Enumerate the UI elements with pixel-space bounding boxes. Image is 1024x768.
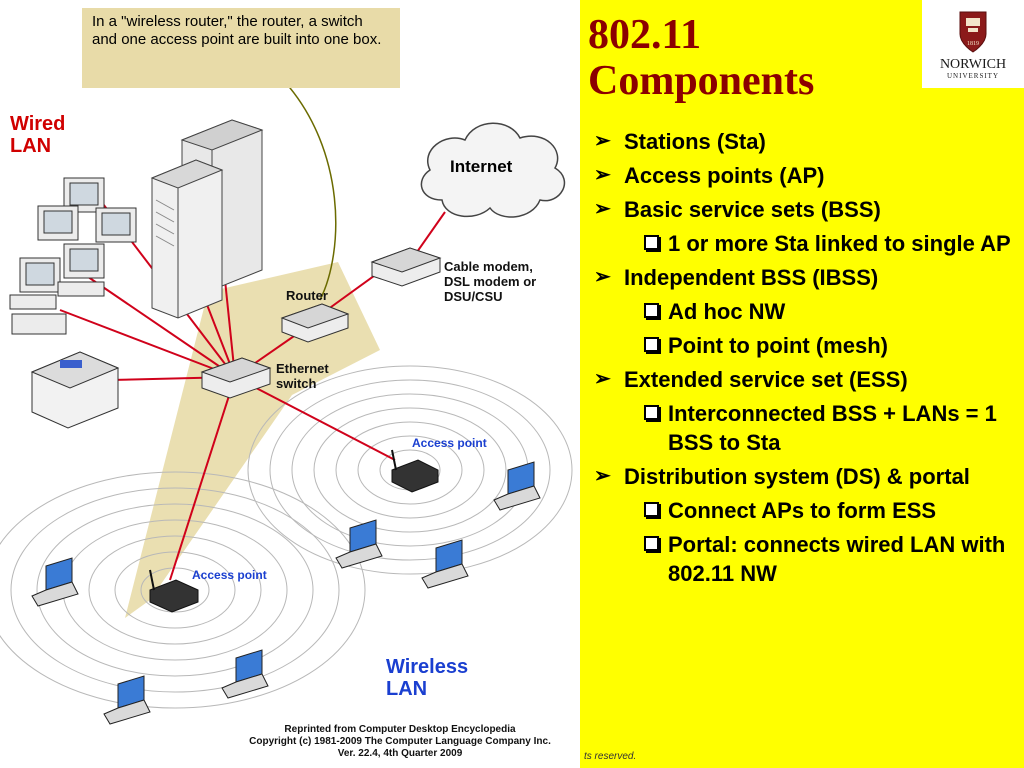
square-bullet-icon <box>644 337 659 352</box>
access-point-left-icon <box>149 569 199 613</box>
ethernet-switch-label: Ethernet switch <box>276 361 329 391</box>
slide-title: 802.11 Components <box>588 12 814 104</box>
wired-lan-label: Wired LAN <box>10 113 66 157</box>
bullet-item: ➢ Extended service set (ESS) <box>594 365 1014 394</box>
cable-modem-icon <box>370 247 442 287</box>
arrow-bullet-icon: ➢ <box>594 198 611 220</box>
logo-name: NORWICH <box>939 57 1007 72</box>
sub-bullet-item: 1 or more Sta linked to single AP <box>594 229 1014 258</box>
logo-subtitle: UNIVERSITY <box>947 72 999 80</box>
network-diagram <box>0 81 573 725</box>
wireless-router-zone <box>125 262 380 618</box>
bullet-text: Interconnected BSS + LANs = 1 BSS to Sta <box>668 401 997 455</box>
bullet-item: ➢ Independent BSS (IBSS) <box>594 263 1014 292</box>
square-bullet-icon <box>644 502 659 517</box>
bullet-list: ➢ Stations (Sta) ➢ Access points (AP) ➢ Basic… <box>594 122 1014 588</box>
credit-line-1: Reprinted from Computer Desktop Encyclop… <box>284 724 516 735</box>
square-bullet-icon <box>644 235 659 250</box>
access-point-right-label: Access point <box>412 436 487 450</box>
ap-left-signal-rings <box>0 471 366 709</box>
arrow-bullet-icon: ➢ <box>594 465 611 487</box>
bullet-item: ➢ Access points (AP) <box>594 161 1014 190</box>
access-point-right-icon <box>391 449 439 493</box>
sub-bullet-item: Ad hoc NW <box>594 297 1014 326</box>
printer-icon <box>30 351 120 429</box>
ethernet-switch-icon <box>200 357 272 399</box>
bullet-text: 1 or more Sta linked to single AP <box>668 231 1011 256</box>
sub-bullet-item: Portal: connects wired LAN with 802.11 N… <box>594 530 1014 588</box>
callout-pointer <box>284 81 337 301</box>
arrow-bullet-icon: ➢ <box>594 266 611 288</box>
ap-right-signal-rings <box>247 365 573 575</box>
university-logo: 1819 NORWICH UNIVERSITY <box>922 0 1024 88</box>
square-bullet-icon <box>644 405 659 420</box>
bullet-item: ➢ Stations (Sta) <box>594 127 1014 156</box>
internet-label: Internet <box>450 157 513 176</box>
square-bullet-icon <box>644 303 659 318</box>
laptop-icons <box>31 461 541 725</box>
wireless-router-callout: In a "wireless router," the router, a sw… <box>82 8 400 88</box>
sub-bullet-item: Connect APs to form ESS <box>594 496 1014 525</box>
bullet-text: Ad hoc NW <box>668 299 786 324</box>
norwich-seal-icon: 1819 <box>959 11 987 53</box>
router-label: Router <box>286 288 328 303</box>
reprint-credit: Reprinted from Computer Desktop Encyclop… <box>220 724 580 760</box>
square-bullet-icon <box>644 536 659 551</box>
bullet-item: ➢ Basic service sets (BSS) <box>594 195 1014 224</box>
bullet-text: Point to point (mesh) <box>668 333 888 358</box>
bullet-text: Distribution system (DS) & portal <box>624 464 970 489</box>
sub-bullet-item: Point to point (mesh) <box>594 331 1014 360</box>
arrow-bullet-icon: ➢ <box>594 164 611 186</box>
bullet-text: Stations (Sta) <box>624 129 766 154</box>
internet-cloud-icon <box>420 122 566 218</box>
modem-label: Cable modem, DSL modem or DSU/CSU <box>444 259 537 304</box>
sub-bullet-item: Interconnected BSS + LANs = 1 BSS to Sta <box>594 399 1014 457</box>
arrow-bullet-icon: ➢ <box>594 130 611 152</box>
arrow-bullet-icon: ➢ <box>594 368 611 390</box>
content-panel <box>580 0 1024 768</box>
title-line-2: Components <box>588 58 815 104</box>
bullet-text: Independent BSS (IBSS) <box>624 265 879 290</box>
router-icon <box>280 303 350 343</box>
desktop-pc-icons <box>9 177 137 335</box>
bullet-text: Connect APs to form ESS <box>668 498 937 523</box>
bullet-text: Portal: connects wired LAN with 802.11 N… <box>668 532 1006 586</box>
seal-year: 1819 <box>967 41 979 47</box>
wireless-lan-label: Wireless LAN <box>386 656 469 700</box>
credit-line-3: Ver. 22.4, 4th Quarter 2009 <box>337 748 463 759</box>
access-point-left-label: Access point <box>192 568 267 582</box>
bullet-text: Basic service sets (BSS) <box>624 197 881 222</box>
bullet-item: ➢ Distribution system (DS) & portal <box>594 462 1014 491</box>
copyright-fragment: ts reserved. <box>584 751 637 762</box>
bullet-text: Extended service set (ESS) <box>624 367 908 392</box>
server-tower-icon <box>150 119 264 319</box>
credit-line-2: Copyright (c) 1981-2009 The Computer Lan… <box>249 736 551 747</box>
bullet-text: Access points (AP) <box>624 163 825 188</box>
title-line-1: 802.11 <box>588 12 702 58</box>
